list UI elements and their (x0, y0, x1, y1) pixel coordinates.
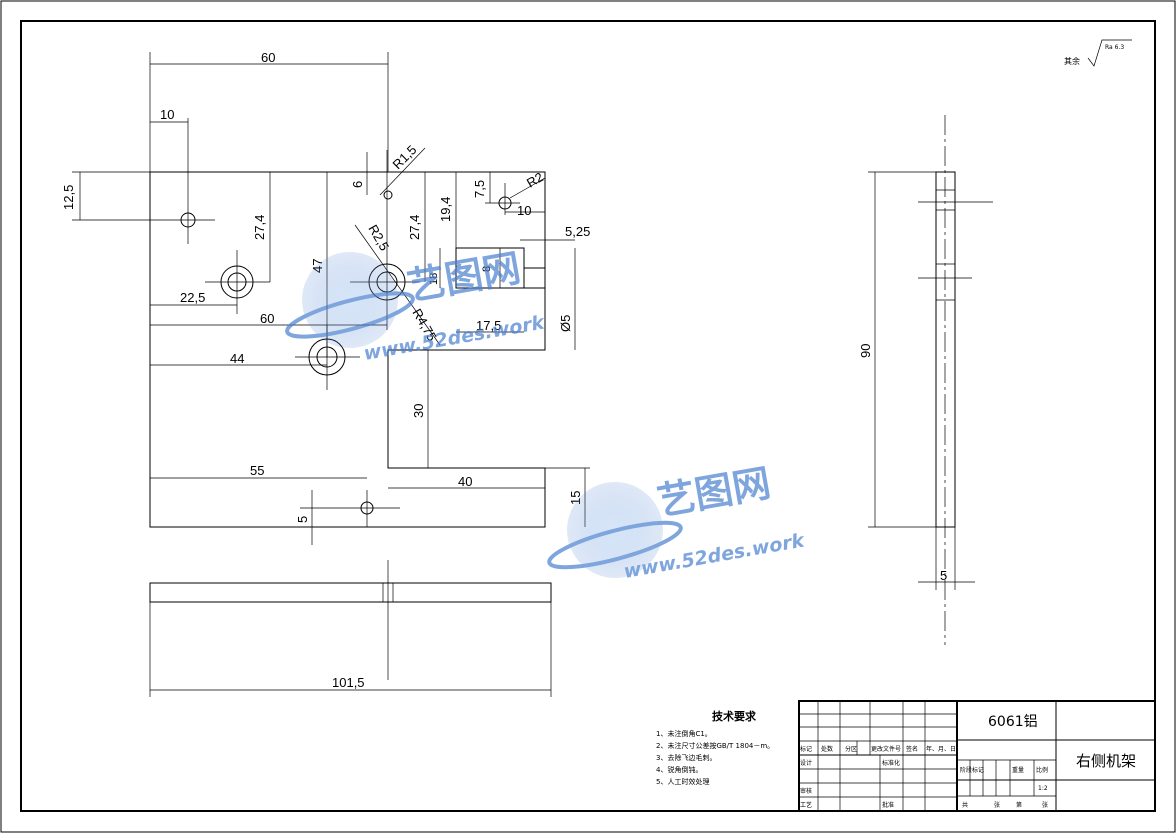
hole-r1-5 (383, 190, 393, 200)
stage-label: 阶段标记 (960, 766, 984, 774)
dim-12-5: 12,5 (61, 185, 76, 210)
sheet-total-suffix: 张 (994, 801, 1000, 809)
dim-30: 30 (411, 404, 426, 418)
tech-item-2: 2、未注尺寸公差按GB/T 1804－m。 (656, 741, 774, 750)
dim-dia5: Ø5 (558, 315, 573, 332)
watermark-brand-top: 艺图网 (404, 246, 524, 309)
dim-r1-5: R1,5 (390, 142, 420, 172)
dim-101-5: 101,5 (332, 675, 365, 690)
dim-44: 44 (230, 351, 244, 366)
tb-std: 标准化 (882, 759, 900, 767)
tb-header-4: 更改文件号 (871, 745, 901, 753)
tech-item-5: 5、人工时效处理 (656, 777, 709, 786)
material-label: 6061铝 (988, 714, 1038, 730)
dim-r2: R2 (524, 169, 546, 190)
svg-text:Ra 6.3: Ra 6.3 (1105, 44, 1124, 51)
svg-text:其余: 其余 (1064, 56, 1080, 66)
sheet-no-suffix: 张 (1042, 801, 1048, 809)
dim-60-top: 60 (261, 50, 275, 65)
slot-step (523, 267, 546, 289)
dim-8: 8 (481, 266, 493, 272)
tb-header-1: 标记 (800, 745, 812, 753)
tech-item-3: 3、去除飞边毛刺。 (656, 753, 716, 762)
scale-label: 比例 (1036, 766, 1048, 774)
dim-5-25: 5,25 (565, 224, 590, 239)
tech-title: 技术要求 (712, 709, 757, 723)
dim-40: 40 (458, 474, 472, 489)
inner-frame (20, 20, 1156, 812)
dim-27-4-right: 27,4 (407, 215, 422, 240)
dim-19-4: 19,4 (438, 197, 453, 222)
top-view: 101,5 (149, 560, 552, 697)
tb-header-6: 年、月、日 (926, 745, 956, 753)
weight-label: 重量 (1012, 766, 1024, 774)
dim-r2-5: R2,5 (365, 222, 392, 253)
dim-60-mid: 60 (260, 311, 274, 326)
watermark-top: 艺图网 www.52des.work (285, 246, 547, 365)
sheet-total-prefix: 共 (962, 801, 968, 809)
roughness-symbol: 其余 Ra 6.3 (1064, 39, 1132, 67)
dim-10: 10 (160, 107, 174, 122)
tech-item-4: 4、锐角倒钝。 (656, 765, 702, 774)
scale-value: 1:2 (1038, 785, 1048, 792)
tb-header-5: 签名 (906, 745, 918, 753)
dim-7-5: 7,5 (472, 180, 487, 198)
dim-90: 90 (858, 344, 873, 358)
side-view: 90 5 (858, 115, 993, 645)
dim-6: 6 (350, 181, 365, 188)
dim-17-5: 17,5 (476, 318, 501, 333)
tb-role-design: 设计 (800, 759, 812, 767)
tb-role-process: 工艺 (800, 801, 812, 809)
dim-55: 55 (250, 463, 264, 478)
dim-18: 18 (428, 273, 440, 285)
title-block: 标记 处数 分区 更改文件号 签名 年、月、日 设计 标准化 审核 工艺 批准 … (798, 700, 1156, 812)
sheet-no-prefix: 第 (1016, 801, 1022, 809)
tb-role-review: 审核 (800, 787, 812, 795)
technical-requirements: 技术要求 1、未注倒角C1。 2、未注尺寸公差按GB/T 1804－m。 3、去… (656, 709, 774, 786)
dim-22-5: 22,5 (180, 290, 205, 305)
part-name: 右侧机架 (1076, 752, 1136, 770)
tb-approve: 批准 (882, 801, 894, 809)
dim-27-4-left: 27,4 (252, 215, 267, 240)
tb-header-3: 分区 (845, 745, 857, 753)
dim-5-bottom: 5 (295, 516, 310, 523)
tech-item-1: 1、未注倒角C1。 (656, 729, 712, 738)
tb-header-2: 处数 (821, 745, 833, 753)
dim-10-right: 10 (517, 203, 531, 218)
watermark-brand-bottom: 艺图网 (654, 461, 774, 524)
dim-5-side: 5 (940, 568, 947, 583)
